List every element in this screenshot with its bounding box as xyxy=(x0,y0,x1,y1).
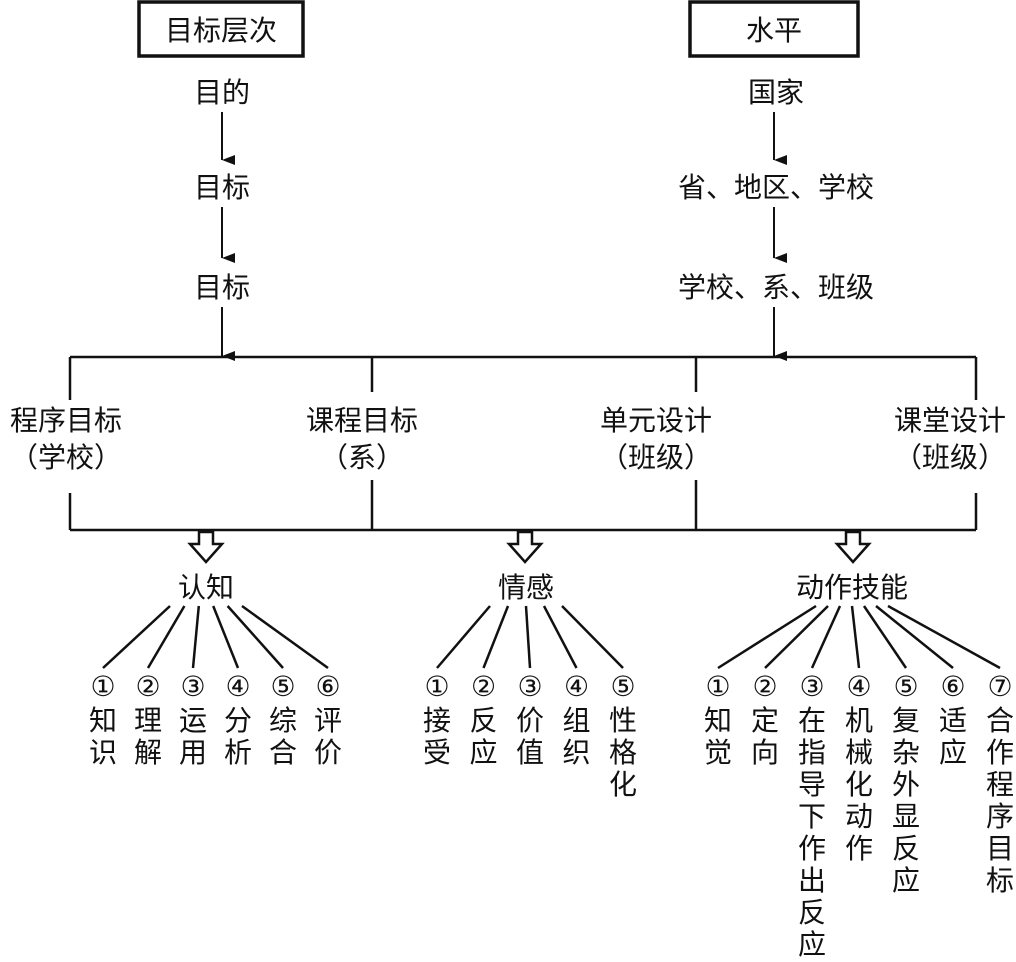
branch-line xyxy=(436,605,491,669)
branch-line xyxy=(102,605,171,669)
level-program-goal-scope: （学校） xyxy=(10,441,122,474)
item-number: ② xyxy=(752,670,777,703)
item-number: ① xyxy=(705,670,730,703)
branch-line xyxy=(764,605,829,669)
level-program-goal: 程序目标 xyxy=(10,404,122,437)
item-number: ③ xyxy=(517,670,542,703)
branch-line xyxy=(542,605,578,669)
item-label: 价值 xyxy=(516,704,544,769)
item-label: 评价 xyxy=(314,704,342,769)
branch-line xyxy=(810,605,842,669)
level-class-design-scope: （班级） xyxy=(894,441,1006,474)
item-number: ⑤ xyxy=(893,670,918,703)
header-goal-levels: 目标层次 xyxy=(165,14,277,47)
branch-line xyxy=(226,605,284,669)
item-number: ② xyxy=(471,670,496,703)
item-number: ④ xyxy=(564,670,589,703)
item-number: ⑥ xyxy=(315,670,340,703)
item-number: ② xyxy=(135,670,160,703)
level-course-goal: 课程目标 xyxy=(306,404,418,437)
domain-branches xyxy=(102,604,1001,670)
item-number: ⑥ xyxy=(940,670,965,703)
item-number: ⑦ xyxy=(987,670,1012,703)
branch-line xyxy=(887,604,1001,670)
domain-title-cognitive: 认知 xyxy=(178,571,234,604)
item-label: 复杂外显反应 xyxy=(892,704,920,897)
item-label: 综合 xyxy=(269,704,297,769)
branch-line xyxy=(482,605,510,669)
header-level: 水平 xyxy=(746,14,802,47)
right-chain-school: 学校、系、班级 xyxy=(678,271,874,304)
domain-items: ①知识②理解③运用④分析⑤综合⑥评价①接受②反应③价值④组织⑤性格化①知觉②定向… xyxy=(89,670,1014,961)
branch-line xyxy=(862,605,908,669)
item-number: ④ xyxy=(846,670,871,703)
left-chain-purpose: 目的 xyxy=(194,76,250,109)
branch-line xyxy=(146,605,186,669)
hollow-arrow-cognitive xyxy=(187,530,225,564)
left-chain-goal-1: 目标 xyxy=(194,171,250,204)
domain-title-psychomotor: 动作技能 xyxy=(796,571,908,604)
item-label: 性格化 xyxy=(609,704,637,801)
level-unit-design-scope: （班级） xyxy=(600,441,712,474)
header-box-goal-levels xyxy=(137,0,305,58)
header-box-level xyxy=(688,0,860,58)
branch-line xyxy=(524,605,532,669)
item-label: 知觉 xyxy=(704,704,732,769)
branch-line xyxy=(561,605,624,669)
item-label: 机械化动作 xyxy=(845,704,873,865)
hollow-arrow-affective xyxy=(506,530,544,564)
item-label: 定向 xyxy=(751,704,779,769)
top-bracket xyxy=(68,355,978,400)
item-number: ⑤ xyxy=(270,670,295,703)
hollow-arrow-psychomotor xyxy=(834,530,872,564)
item-label: 分析 xyxy=(224,704,252,769)
branch-line xyxy=(241,604,329,670)
item-label: 反应 xyxy=(469,704,497,769)
left-chain-goal-2: 目标 xyxy=(194,271,250,304)
item-number: ① xyxy=(90,670,115,703)
item-label: 适应 xyxy=(939,704,967,769)
item-number: ③ xyxy=(180,670,205,703)
level-course-goal-scope: （系） xyxy=(320,441,404,474)
branch-line xyxy=(191,605,201,669)
item-number: ④ xyxy=(225,670,250,703)
branch-line xyxy=(212,605,240,669)
item-label: 在指导下作出反应 xyxy=(798,704,826,961)
item-label: 合作程序目标 xyxy=(986,704,1014,897)
right-chain-country: 国家 xyxy=(748,76,804,109)
item-number: ⑤ xyxy=(610,670,635,703)
domain-title-affective: 情感 xyxy=(498,571,554,604)
item-label: 运用 xyxy=(179,704,207,769)
branch-line xyxy=(717,604,817,670)
item-number: ③ xyxy=(799,670,824,703)
branch-line xyxy=(850,605,861,669)
item-number: ① xyxy=(424,670,449,703)
bottom-bracket xyxy=(68,480,978,532)
level-unit-design: 单元设计 xyxy=(600,404,712,437)
item-label: 知识 xyxy=(89,704,117,769)
branch-line xyxy=(875,605,954,669)
right-chain-province: 省、地区、学校 xyxy=(678,171,874,204)
item-label: 接受 xyxy=(423,704,451,769)
item-label: 理解 xyxy=(134,704,162,769)
item-label: 组织 xyxy=(562,704,590,769)
level-class-design: 课堂设计 xyxy=(894,404,1006,437)
